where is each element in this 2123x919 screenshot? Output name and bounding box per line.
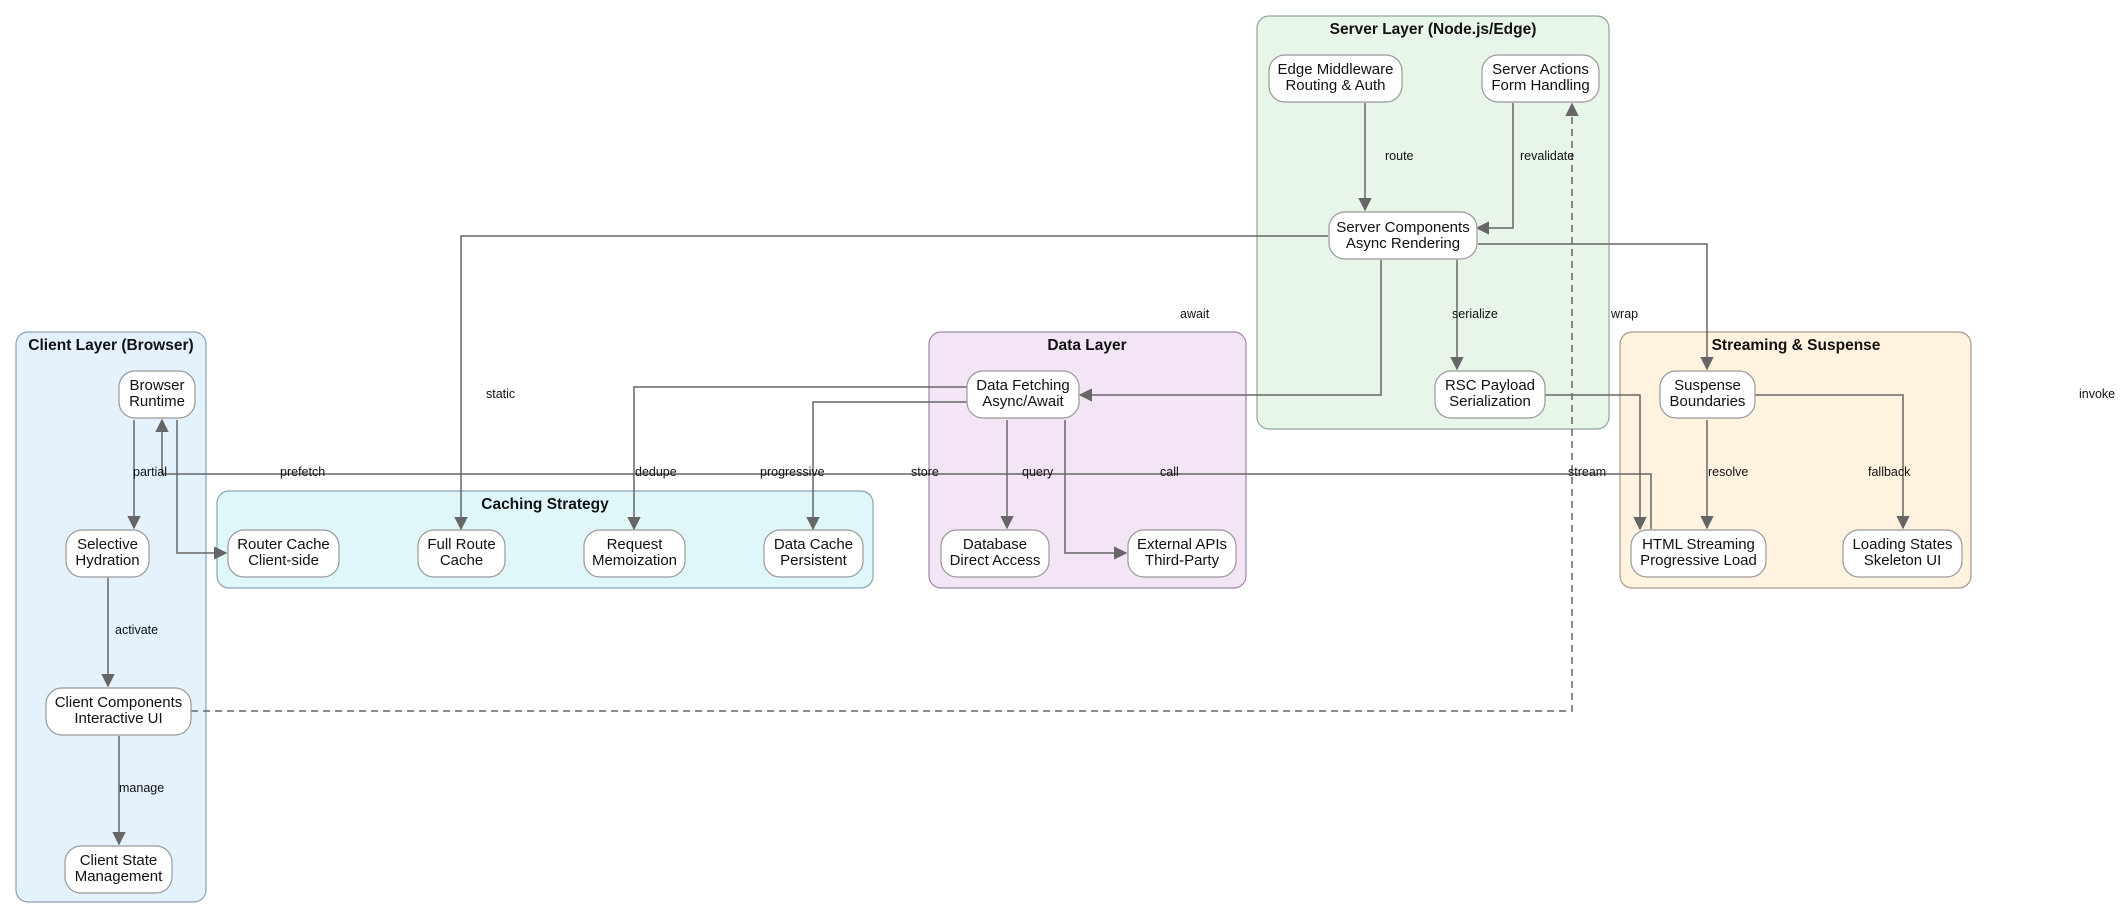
node-html-streaming-line2: Progressive Load bbox=[1640, 552, 1757, 569]
node-server-components-line1: Server Components bbox=[1336, 219, 1469, 236]
node-router-cache-line1: Router Cache bbox=[237, 536, 330, 553]
edge-server-components-to-full-route-cache bbox=[454, 235, 1328, 531]
node-edge-middleware-line1: Edge Middleware bbox=[1278, 61, 1394, 78]
cluster-caching-title: Caching Strategy bbox=[481, 496, 609, 513]
edge-label-revalidate: revalidate bbox=[1520, 149, 1574, 163]
node-selective-hydration[interactable]: Selective Hydration bbox=[65, 529, 150, 578]
node-rsc-payload-line1: RSC Payload bbox=[1445, 377, 1535, 394]
node-external-apis[interactable]: External APIs Third-Party bbox=[1127, 529, 1237, 578]
edges bbox=[101, 102, 1910, 846]
node-data-cache-line1: Data Cache bbox=[774, 536, 853, 553]
edge-label-progressive: progressive bbox=[760, 465, 825, 479]
edge-html-streaming-to-browser-runtime bbox=[155, 418, 1652, 529]
node-suspense-line1: Suspense bbox=[1674, 377, 1741, 394]
edge-server-components-to-suspense bbox=[1478, 243, 1714, 371]
node-client-components[interactable]: Client Components Interactive UI bbox=[45, 687, 192, 736]
edge-label-route: route bbox=[1385, 149, 1414, 163]
node-client-state-line1: Client State bbox=[80, 852, 158, 869]
node-external-apis-line1: External APIs bbox=[1137, 536, 1227, 553]
node-router-cache-line2: Client-side bbox=[248, 552, 319, 569]
edge-label-stream: stream bbox=[1568, 465, 1606, 479]
node-client-components-line1: Client Components bbox=[55, 694, 183, 711]
edge-browser-runtime-to-router-cache bbox=[176, 420, 228, 560]
node-full-route-cache-line1: Full Route bbox=[427, 536, 495, 553]
edge-client-components-to-server-actions bbox=[191, 102, 1579, 712]
edge-label-manage: manage bbox=[119, 781, 164, 795]
node-data-cache[interactable]: Data Cache Persistent bbox=[763, 529, 864, 578]
cluster-client: Client Layer (Browser) bbox=[15, 331, 207, 903]
node-full-route-cache[interactable]: Full Route Cache bbox=[417, 529, 506, 578]
node-browser-runtime-line2: Runtime bbox=[129, 393, 185, 410]
node-client-components-line2: Interactive UI bbox=[74, 710, 162, 727]
node-html-streaming[interactable]: HTML Streaming Progressive Load bbox=[1630, 529, 1767, 578]
node-client-state[interactable]: Client State Management bbox=[64, 845, 173, 894]
node-request-memo-line1: Request bbox=[607, 536, 664, 553]
node-browser-runtime-line1: Browser bbox=[129, 377, 184, 394]
cluster-caching-box bbox=[216, 490, 874, 589]
edge-label-partial: partial bbox=[133, 465, 167, 479]
edge-data-fetching-to-request-memo bbox=[627, 386, 967, 531]
cluster-client-title: Client Layer (Browser) bbox=[28, 337, 193, 354]
node-selective-hydration-line2: Hydration bbox=[75, 552, 139, 569]
node-loading-states-line1: Loading States bbox=[1852, 536, 1952, 553]
edge-data-fetching-to-external-apis bbox=[1064, 420, 1128, 560]
node-data-fetching-line2: Async/Await bbox=[982, 393, 1064, 410]
node-external-apis-line2: Third-Party bbox=[1145, 552, 1220, 569]
edge-server-actions-to-server-components bbox=[1475, 103, 1514, 235]
edge-label-store: store bbox=[911, 465, 939, 479]
node-edge-middleware[interactable]: Edge Middleware Routing & Auth bbox=[1268, 54, 1403, 103]
node-server-components-line2: Async Rendering bbox=[1346, 235, 1460, 252]
node-router-cache[interactable]: Router Cache Client-side bbox=[227, 529, 340, 578]
node-data-fetching[interactable]: Data Fetching Async/Await bbox=[966, 370, 1080, 419]
edge-label-serialize: serialize bbox=[1452, 307, 1498, 321]
node-database-line1: Database bbox=[963, 536, 1027, 553]
cluster-caching: Caching Strategy bbox=[216, 490, 874, 589]
edge-label-prefetch: prefetch bbox=[280, 465, 325, 479]
edge-suspense-to-loading-states bbox=[1755, 394, 1910, 530]
node-database-line2: Direct Access bbox=[950, 552, 1041, 569]
node-server-components[interactable]: Server Components Async Rendering bbox=[1328, 211, 1478, 260]
node-server-actions-line2: Form Handling bbox=[1491, 77, 1589, 94]
node-request-memo-line2: Memoization bbox=[592, 552, 677, 569]
node-loading-states-line2: Skeleton UI bbox=[1864, 552, 1942, 569]
cluster-client-box bbox=[15, 331, 207, 903]
node-request-memo[interactable]: Request Memoization bbox=[583, 529, 686, 578]
node-data-fetching-line1: Data Fetching bbox=[976, 377, 1069, 394]
node-server-actions[interactable]: Server Actions Form Handling bbox=[1481, 54, 1600, 103]
edge-labels: route revalidate await serialize wrap st… bbox=[115, 149, 2115, 795]
edge-label-query: query bbox=[1022, 465, 1054, 479]
node-client-state-line2: Management bbox=[75, 868, 163, 885]
node-rsc-payload[interactable]: RSC Payload Serialization bbox=[1434, 370, 1546, 419]
node-database[interactable]: Database Direct Access bbox=[940, 529, 1050, 578]
node-html-streaming-line1: HTML Streaming bbox=[1642, 536, 1755, 553]
cluster-server-title: Server Layer (Node.js/Edge) bbox=[1330, 21, 1537, 38]
edge-label-invoke: invoke bbox=[2079, 387, 2115, 401]
edge-data-fetching-to-data-cache bbox=[806, 401, 967, 531]
edge-label-resolve: resolve bbox=[1708, 465, 1748, 479]
edge-label-call: call bbox=[1160, 465, 1179, 479]
node-rsc-payload-line2: Serialization bbox=[1449, 393, 1531, 410]
node-data-cache-line2: Persistent bbox=[780, 552, 848, 569]
node-edge-middleware-line2: Routing & Auth bbox=[1285, 77, 1385, 94]
edge-label-dedupe: dedupe bbox=[635, 465, 677, 479]
edge-label-await: await bbox=[1180, 307, 1210, 321]
edge-server-components-to-data-fetching bbox=[1078, 260, 1382, 402]
node-suspense[interactable]: Suspense Boundaries bbox=[1659, 370, 1756, 419]
edge-label-fallback: fallback bbox=[1868, 465, 1911, 479]
node-suspense-line2: Boundaries bbox=[1670, 393, 1746, 410]
edge-rsc-payload-to-html-streaming bbox=[1545, 394, 1647, 531]
node-loading-states[interactable]: Loading States Skeleton UI bbox=[1842, 529, 1963, 578]
cluster-data-title: Data Layer bbox=[1047, 337, 1126, 354]
edge-label-static: static bbox=[486, 387, 515, 401]
edge-label-wrap: wrap bbox=[1610, 307, 1638, 321]
cluster-streaming-title: Streaming & Suspense bbox=[1712, 337, 1881, 354]
node-full-route-cache-line2: Cache bbox=[440, 552, 483, 569]
node-selective-hydration-line1: Selective bbox=[77, 536, 138, 553]
edge-label-activate: activate bbox=[115, 623, 158, 637]
node-browser-runtime[interactable]: Browser Runtime bbox=[118, 370, 196, 419]
node-server-actions-line1: Server Actions bbox=[1492, 61, 1589, 78]
